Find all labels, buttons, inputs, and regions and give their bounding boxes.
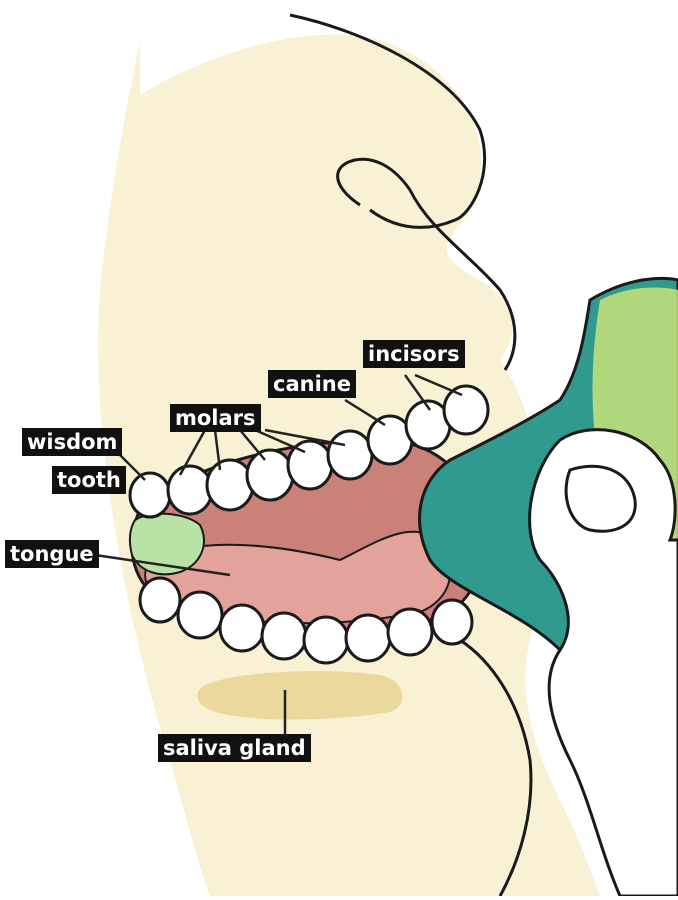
lower-tooth [220, 605, 264, 651]
lower-tooth [304, 617, 348, 663]
saliva-gland-shape [197, 671, 402, 719]
label-molars: molars [170, 404, 261, 432]
upper-tooth [168, 466, 212, 514]
upper-tooth [130, 473, 170, 517]
lower-tooth [140, 578, 180, 622]
upper-tooth [207, 460, 253, 510]
label-incisors: incisors [363, 340, 465, 368]
upper-tooth [328, 431, 372, 479]
label-wisdom-line1: wisdom [22, 428, 122, 456]
label-wisdom-line2: tooth [52, 466, 126, 494]
lower-tooth [432, 600, 472, 644]
label-canine: canine [268, 370, 356, 398]
lower-tooth [346, 615, 390, 661]
upper-tooth [247, 450, 293, 500]
lower-tooth [178, 592, 222, 638]
label-tongue: tongue [5, 540, 99, 568]
upper-tooth [444, 386, 488, 434]
lower-tooth [388, 609, 432, 655]
label-saliva-gland: saliva gland [158, 734, 311, 762]
lower-tooth [262, 613, 306, 659]
